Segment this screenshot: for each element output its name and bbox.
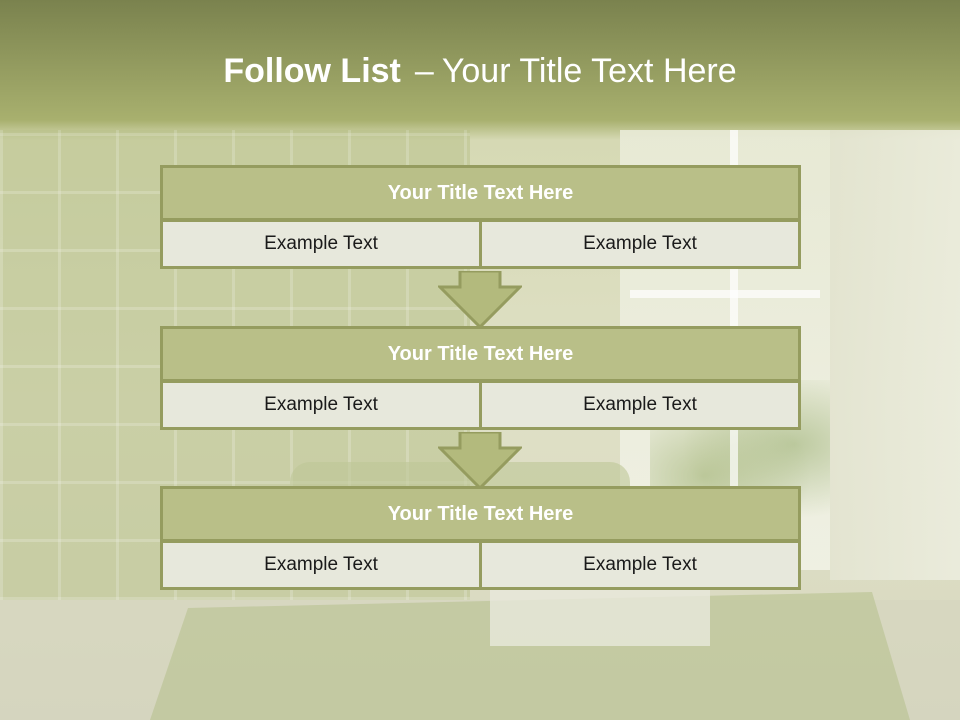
coffee-table: [490, 590, 710, 646]
follow-list: Your Title Text Here Example Text Exampl…: [160, 0, 801, 720]
step-title: Your Title Text Here: [160, 326, 801, 382]
step-left-text: Example Text: [160, 380, 482, 430]
step-right-text: Example Text: [479, 540, 801, 590]
step-title: Your Title Text Here: [160, 165, 801, 221]
step-right-text: Example Text: [479, 219, 801, 269]
step-title: Your Title Text Here: [160, 486, 801, 542]
step-left-text: Example Text: [160, 219, 482, 269]
slide-title: Follow List–Your Title Text Here: [0, 52, 960, 100]
down-arrow-icon: [438, 271, 522, 329]
slide-title-bold: Follow List: [223, 52, 401, 90]
step-right-text: Example Text: [479, 380, 801, 430]
slide-title-rest: Your Title Text Here: [441, 52, 737, 90]
step-left-text: Example Text: [160, 540, 482, 590]
curtain: [830, 130, 960, 580]
down-arrow-icon: [438, 432, 522, 490]
window-frame-horizontal: [630, 290, 820, 298]
slide-title-separator: –: [414, 52, 434, 90]
